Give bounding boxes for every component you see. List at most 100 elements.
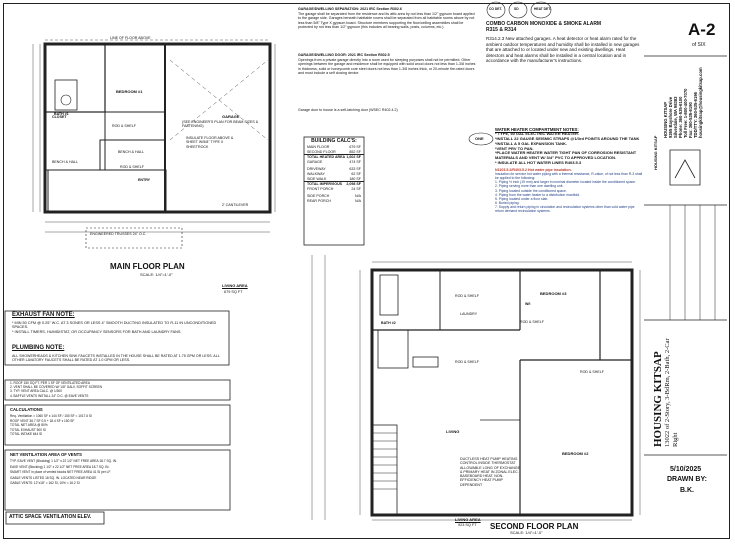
garage-door-footer: Garage door to house is a self-latching … (298, 108, 398, 112)
sheet-number: A-2 (688, 20, 716, 39)
second-floor-plan-drawing (311, 255, 641, 521)
company-name: HOUSING KITSAP (652, 351, 664, 447)
attic-vent-line: 3. TYP. VENT AREA CALC. @ 1/300 (10, 389, 62, 394)
detector-heat-label: HEAT DET. (534, 7, 551, 11)
main-living-area-label: LIVING AREA (222, 283, 248, 288)
attic-net-line: SMART VENT in place of vented blocks NET… (10, 470, 111, 475)
attic-vent-line: 2. VENT SHALL BE COVERED W/ 1/8" GALV. S… (10, 385, 102, 390)
main-trusses-note: ENGINEERED TRUSSES 24" O.C. (90, 232, 147, 236)
water-heater-badge: ONE (475, 136, 484, 141)
second-rod-shelf-4: ROD & SHELF (455, 360, 479, 364)
building-calcs-heading: BUILDING CALC'S: (311, 138, 357, 144)
building-calc-row: SECOND FLOOR 852 SF (304, 150, 364, 155)
second-bedroom-3: BEDROOM #3 (540, 291, 567, 296)
attic-calc-line: TOTAL INTAKE 644 SI (10, 432, 43, 437)
project-name: 13022 of 2-Story, 3-BdRm, 2-Bath, 2-Car … (664, 338, 679, 447)
building-calc-label: TOTAL IMPERVIOUS (307, 182, 343, 187)
main-beam-note: (SEE ENGINEER'S PLAN FOR BEAM SIZES & FA… (182, 120, 260, 129)
detector-sd-label: SD (514, 7, 519, 11)
main-entry: ENTRY (138, 178, 151, 182)
main-rod-shelf-2: ROD & SHELF (120, 165, 144, 169)
drawn-by-label: DRAWN BY: (667, 476, 707, 483)
water-heater-code-line: Insulation for service hot water piping … (495, 172, 644, 181)
building-calcs-box (303, 136, 365, 246)
building-calc-label: REAR PORCH (307, 198, 331, 203)
water-heater-code-line: 4. Piping from the water heater to a dis… (495, 192, 580, 197)
main-cantilever-top: 2' CANTILEVER (222, 42, 249, 46)
detector-heading: COMBO CARBON MONOXIDE & SMOKE ALARM (486, 21, 602, 27)
main-cantilever-bottom: 2' CANTILEVER (222, 203, 249, 207)
water-heater-line: *PLACE WATER HEATER WATER TIGHT PAN OF C… (495, 150, 638, 161)
main-floor-scale: SCALE: 1/4"=1'-0" (140, 272, 173, 277)
second-rod-shelf-3: ROD & SHELF (580, 370, 604, 374)
building-calc-label: SIDE PORCH (307, 194, 330, 199)
drawn-by: B.K. (680, 487, 694, 494)
garage-door-body: Openings from a private garage directly … (298, 58, 477, 75)
building-calc-row: SIDE PORCH N/A (304, 194, 364, 199)
sheet-of: of SIX (692, 42, 706, 48)
main-bedroom-1: BEDROOM #1 (116, 89, 143, 94)
second-rod-shelf-2: ROD & SHELF (520, 320, 544, 324)
attic-calc-heading: CALCULATIONS (10, 407, 43, 412)
plumbing-body: ALL SHOWERHEADS & KITCHEN SINK FAUCETS I… (12, 354, 221, 363)
attic-calc-line: Req. Ventilation = 1060 SF x 144 SF / 15… (10, 414, 92, 418)
main-line-of-floor-above: LINE OF FLOOR ABOVE (110, 36, 151, 40)
water-heater-code-line: 5. Piping located under a floor slab. (495, 196, 549, 201)
water-heater-code-line: 2. Piping serving more than one dwelling… (495, 184, 564, 189)
attic-net-line: GABLE VENTS: 12"x18" = 162 SI, 10% = 16.… (10, 481, 80, 486)
water-heater-line: *INSTALL 22 GAUGE SEISMIC STRAPS @1/3rd … (495, 136, 640, 142)
second-laundry: LAUNDRY (460, 312, 478, 316)
attic-net-line: GABLE VENTS LISTED 18 SQ. IN. LOCATED NE… (10, 475, 97, 480)
detector-co-label: CO DET. (489, 7, 503, 11)
building-calc-value: N/A (355, 194, 361, 199)
building-calc-value: 633 SF (349, 167, 361, 172)
water-heater-line: *INSTALL A 5 GAL EXPANSION TANK. (495, 140, 568, 146)
attic-net-line: TYP. EAVE VENT (Blocking) 1 1/2" x 22 1/… (10, 459, 117, 463)
attic-vent-line: 1. ROOF 150 SQ.FT. PER 1 SF OF VENTILATE… (10, 381, 90, 385)
plumbing-heading: PLUMBING NOTE: (12, 345, 65, 351)
drawn-date: 5/10/2025 (670, 466, 702, 473)
housing-kitsap-logo-icon (669, 149, 701, 186)
detector-body: R314.2.3 New attached garages. A heat de… (486, 36, 641, 63)
building-calc-value: 24 SF (351, 186, 361, 191)
water-heater-heading: WATER HEATER COMPARTMENT NOTES: (495, 127, 579, 132)
water-heater-notes: WATER HEATER COMPARTMENT NOTES: * TYPE, … (495, 127, 644, 214)
garage-separation-body: The garage shall be separated from the r… (298, 12, 476, 29)
attic-net-heading: NET VENTILATION AREA OF VENTS (10, 452, 82, 457)
garage-separation-heading: GARAGE/DWELLING SEPARATION: 2021 IRC Sec… (298, 7, 402, 11)
water-heater-code-line: 6. Buried piping. (495, 200, 520, 205)
contact-line: housingkitsap@housingkitsap.com (698, 67, 703, 138)
garage-door-heading: GARAGE/DWELLING DOOR: 2021 IRC Section R… (298, 53, 390, 57)
building-calc-value: 180 SF (349, 176, 361, 181)
exhaust-line-1: * MIN 50 CFM @ 0.25" W.C. AT 3 SONES OR … (12, 321, 218, 330)
second-heat-pump-note: DUCTLESS HEAT PUMP HEATING CONTROL INSID… (460, 457, 521, 487)
attic-vent-line: 4. BAFFLE VENTS INSTALL 24" O.C. @ EAVE … (10, 393, 89, 398)
building-calc-value: N/A (355, 198, 361, 203)
building-calc-label: MAIN FLOOR (307, 145, 330, 149)
main-insulate-note: INSULATE FLOOR ABOVE & SHEET W/5/8" TYPE… (186, 136, 235, 149)
building-calc-value: 852 SF (349, 149, 361, 154)
building-calc-row: REAR PORCH N/A (304, 199, 364, 204)
building-calc-value: 1,602 SF (346, 155, 361, 160)
main-closet: CLOSET (52, 115, 67, 119)
building-calc-value: 2,098 SF (346, 182, 361, 187)
water-heater-code-line: 7. Supply and return piping in circulati… (495, 204, 636, 214)
second-bath-2: BATH #2 (381, 321, 396, 325)
building-calc-label: GARAGE (307, 159, 323, 164)
main-bench-hall-1: BENCH & HALL (52, 160, 78, 164)
exhaust-heading: EXHAUST FAN NOTE: (12, 312, 75, 318)
second-walk-in: W/I (525, 302, 531, 306)
building-calc-row: SIDE WALK 180 SF (304, 177, 364, 182)
main-garage: GARAGE (222, 114, 240, 119)
main-rod-shelf-1: ROD & SHELF (112, 124, 136, 128)
building-calc-label: SIDE WALK (307, 176, 327, 181)
building-calc-label: SECOND FLOOR (307, 149, 336, 154)
